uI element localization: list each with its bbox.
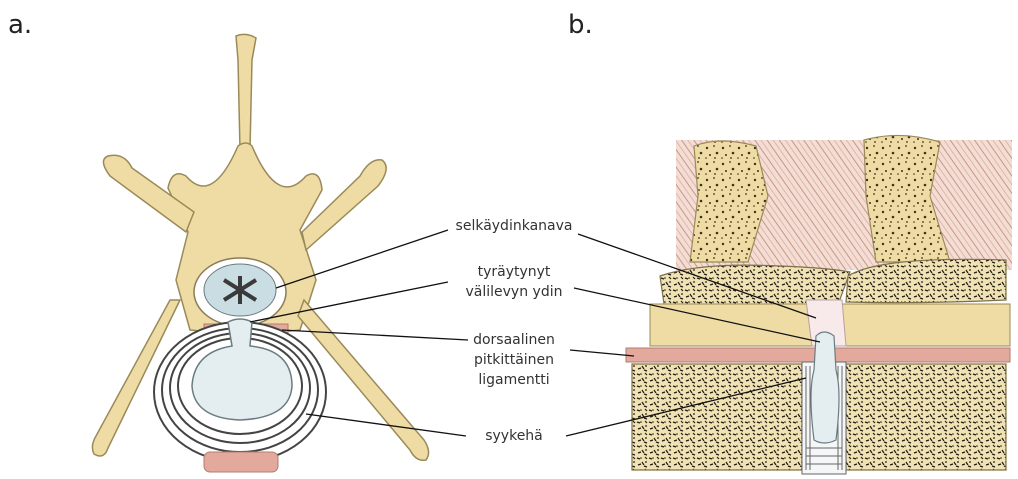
callout-dorsal-ligament-line1: dorsaalinen	[452, 330, 576, 350]
spinous-process	[236, 34, 256, 150]
callout-spinal-canal-text: selkäydinkanava	[456, 218, 573, 234]
callout-herniated-nucleus: tyräytynyt välilevyn ydin	[452, 262, 576, 302]
callout-spinal-canal: selkäydinkanava	[452, 216, 576, 236]
vertebral-body-right	[846, 364, 1006, 470]
sagittal-spine	[626, 135, 1012, 474]
leader-ligament-b	[570, 350, 634, 356]
callout-dorsal-ligament-line2: pitkittäinen	[452, 350, 576, 370]
callout-herniated-nucleus-line2: välilevyn ydin	[452, 282, 576, 302]
callout-dorsal-ligament-line3: ligamentti	[452, 370, 576, 390]
callout-dorsal-ligament: dorsaalinen pitkittäinen ligamentti	[452, 330, 576, 390]
callout-annulus-text: syykehä	[485, 428, 543, 444]
callout-annulus: syykehä	[452, 426, 576, 446]
vertebral-body-left	[632, 364, 802, 470]
herniated-nucleus	[811, 332, 839, 443]
ventral-tissue	[204, 452, 278, 472]
callout-herniated-nucleus-line1: tyräytynyt	[452, 262, 576, 282]
leader-ligament-a	[282, 330, 468, 340]
